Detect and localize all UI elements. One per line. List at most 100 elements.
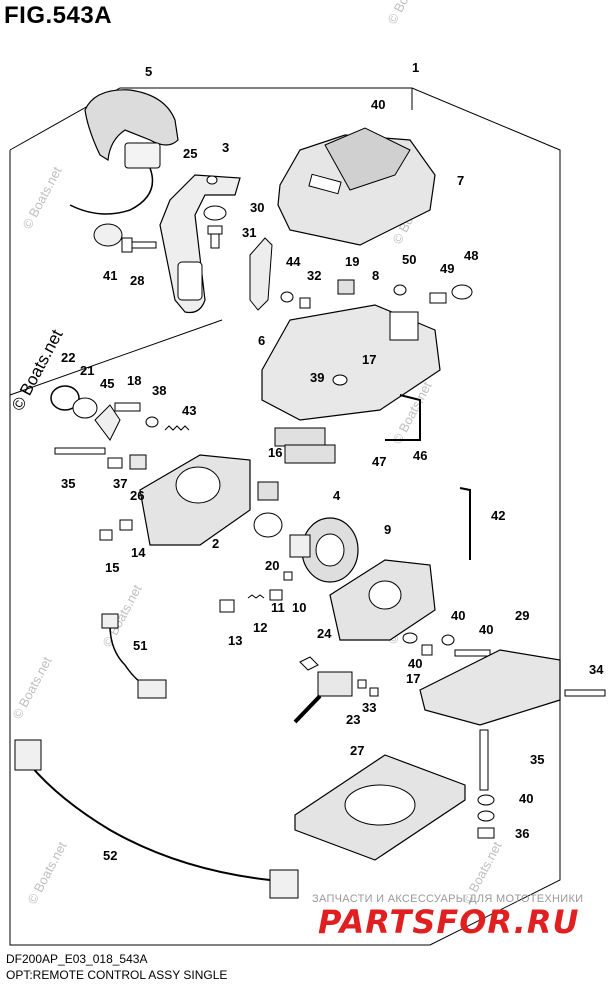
screw [429, 292, 447, 304]
snap-ring [50, 385, 80, 411]
callout-25: 25 [183, 146, 197, 161]
figure-code: DF200AP_E03_018_543A [6, 952, 148, 966]
ball [269, 589, 283, 601]
screw [299, 297, 311, 309]
callout-3: 3 [222, 140, 229, 155]
clip [299, 656, 319, 671]
callout-31: 31 [242, 225, 256, 240]
callout-24: 24 [317, 626, 332, 641]
washer [145, 416, 159, 428]
bolt [54, 447, 106, 455]
bracket [129, 454, 147, 470]
nut [477, 827, 495, 839]
switch-lead [293, 694, 322, 724]
long-bolt [479, 729, 489, 791]
callout-22: 22 [61, 350, 75, 365]
callout-19: 19 [345, 254, 359, 269]
connector [269, 869, 299, 899]
plates [274, 427, 336, 464]
spring-washer [477, 810, 495, 822]
callout-40: 40 [408, 656, 422, 671]
washer [477, 794, 495, 806]
callout-35: 35 [61, 476, 75, 491]
nut [393, 284, 407, 296]
bolt [454, 649, 491, 657]
callout-43: 43 [182, 403, 196, 418]
neutral-switch-connector [69, 142, 161, 215]
callout-46: 46 [413, 448, 427, 463]
clamp-ring [451, 284, 473, 300]
callout-1: 1 [412, 60, 419, 75]
screw [99, 529, 113, 541]
watermark-text: © Boats.net [384, 0, 429, 26]
callout-41: 41 [103, 268, 117, 283]
control-case [261, 304, 441, 421]
callout-27: 27 [350, 743, 364, 758]
callout-16: 16 [268, 445, 282, 460]
shift-cam [289, 517, 359, 583]
connector [101, 613, 119, 629]
mount-bracket [419, 649, 561, 726]
callout-29: 29 [515, 608, 529, 623]
callout-40: 40 [371, 97, 385, 112]
collar [72, 397, 98, 419]
callout-15: 15 [105, 560, 119, 575]
callout-50: 50 [402, 252, 416, 267]
callout-48: 48 [464, 248, 478, 263]
callout-8: 8 [372, 268, 379, 283]
main-harness-wire [29, 764, 271, 881]
spacer [94, 404, 121, 441]
shop-tagline: ЗАПЧАСТИ И АКСЕССУАРЫ ДЛЯ МОТОТЕХНИКИ [312, 893, 584, 905]
bushing [253, 512, 283, 538]
callout-53: 53 [0, 0, 14, 3]
callout-45: 45 [100, 376, 114, 391]
watermark-text: © Boats.net [19, 164, 64, 232]
screw [207, 225, 223, 249]
screw [107, 457, 123, 469]
callout-4: 4 [333, 488, 341, 503]
callout-40: 40 [519, 791, 533, 806]
callout-13: 13 [228, 633, 242, 648]
callout-17: 17 [362, 352, 376, 367]
callout-54: 54 [0, 0, 15, 3]
switch [317, 671, 353, 697]
hex-key [385, 394, 421, 441]
top-cover [277, 127, 436, 246]
figure-title: FIG.543A [4, 2, 113, 29]
callout-47: 47 [372, 454, 386, 469]
housing-right [329, 559, 436, 641]
bolt [564, 689, 606, 697]
connector [14, 739, 42, 771]
callout-42: 42 [491, 508, 505, 523]
callout-34: 34 [589, 662, 604, 677]
washer [203, 205, 227, 221]
screw [369, 687, 379, 697]
pin [283, 571, 293, 581]
callout-40: 40 [451, 608, 465, 623]
callout-17: 17 [406, 671, 420, 686]
callout-20: 20 [265, 558, 279, 573]
grommet [280, 291, 294, 303]
bolt [121, 237, 157, 253]
cap-disc [93, 223, 123, 247]
control-lever-arm [159, 174, 241, 314]
callout-14: 14 [131, 545, 146, 560]
watermark-text: © Boats.net [9, 654, 54, 722]
callout-23: 23 [346, 712, 360, 727]
handle-grip [84, 89, 179, 162]
callout-32: 32 [307, 268, 321, 283]
callout-44: 44 [286, 254, 301, 269]
bolt [114, 402, 141, 412]
spring [247, 594, 265, 599]
callout-6: 6 [258, 333, 265, 348]
callout-12: 12 [253, 620, 267, 635]
callout-37: 37 [113, 476, 127, 491]
callout-18: 18 [127, 373, 141, 388]
detent [219, 599, 235, 613]
callout-7: 7 [457, 173, 464, 188]
callout-35: 35 [530, 752, 544, 767]
cable-tie [459, 487, 471, 560]
callout-26: 26 [130, 488, 144, 503]
